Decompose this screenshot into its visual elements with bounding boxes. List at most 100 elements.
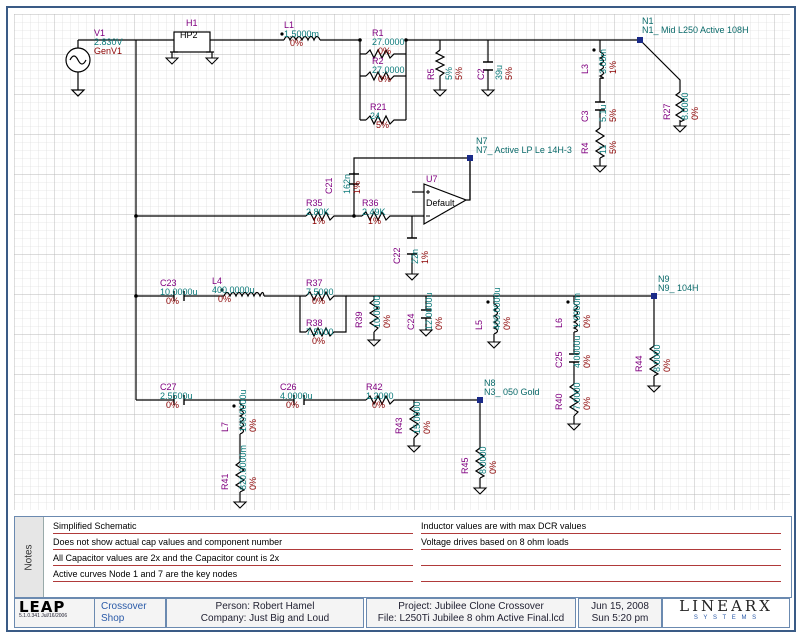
n9-node-name: N9 — [658, 274, 670, 284]
node-marker-n8 — [477, 397, 483, 403]
c21-name-label: C21 — [324, 177, 334, 194]
note-right-4 — [421, 567, 781, 582]
c26-tol-label: 0% — [286, 400, 299, 410]
r44-value-label: 8.0000 — [652, 344, 662, 372]
r42-name-label: R42 — [366, 382, 383, 392]
note-right-1: Inductor values are with max DCR values — [421, 519, 781, 534]
inductor-dots — [220, 32, 596, 408]
c27-name-label: C27 — [160, 382, 177, 392]
r44-tol-label: 0% — [662, 359, 672, 372]
l1-tol-label: 0% — [290, 38, 303, 48]
l3-value-label: 3.05m — [598, 49, 608, 74]
notes-panel: Notes Simplified Schematic Does not show… — [14, 516, 792, 598]
v1-source[interactable] — [65, 40, 91, 97]
c22-name-label: C22 — [392, 247, 402, 264]
r5-value-label: 5% — [444, 67, 454, 80]
title-block: LEAP 5.1.0.341 Jul/16/2006 Crossover Sho… — [14, 598, 790, 628]
h1-body-label: HP2 — [180, 30, 198, 40]
r27-tol-label: 0% — [690, 107, 700, 120]
c3-tol-label: 5% — [608, 109, 618, 122]
c21-tol-label: 1% — [352, 181, 362, 194]
h1-name-label: H1 — [186, 18, 198, 28]
l7-value-label: 100.0000u — [238, 389, 248, 432]
node-marker-n7 — [467, 155, 473, 161]
l4-tol-label: 0% — [218, 294, 231, 304]
note-left-4: Active curves Node 1 and 7 are the key n… — [53, 567, 413, 582]
r41-value-label: 820.0000m — [238, 445, 248, 490]
r21-tol-label: 5% — [376, 120, 389, 130]
c24-tol-label: 0% — [434, 317, 444, 330]
l5-name-label: L5 — [474, 320, 484, 330]
crossover-shop-cell: Crossover Shop — [94, 598, 166, 628]
r36-name-label: R36 — [362, 198, 379, 208]
r42-tol-label: 0% — [372, 400, 385, 410]
project-cell: Project: Jubilee Clone Crossover File: L… — [366, 598, 576, 628]
r1-tol-label: 0% — [378, 46, 391, 56]
r5-name-label: R5 — [426, 68, 436, 80]
person-cell: Person: Robert Hamel Company: Just Big a… — [166, 598, 364, 628]
r40-name-label: R40 — [554, 393, 564, 410]
person-text: Person: Robert Hamel — [215, 601, 315, 612]
h1-block[interactable] — [164, 31, 220, 65]
note-left-1: Simplified Schematic — [53, 519, 413, 534]
l6-name-label: L6 — [554, 318, 564, 328]
l6-value-label: 1.0000m — [572, 293, 582, 328]
r4-name-label: R4 — [580, 142, 590, 154]
r45-value-label: 8.0000 — [478, 446, 488, 474]
r38-value-label: 7.5000 — [306, 327, 334, 337]
horizontal-resistors — [305, 48, 400, 406]
r42-value-label: 1.2000 — [366, 391, 394, 401]
r41-name-label: R41 — [220, 473, 230, 490]
leap-version: 5.1.0.341 Jul/16/2006 — [19, 613, 68, 619]
c22-tol-label: 1% — [420, 251, 430, 264]
l4-name-label: L4 — [212, 276, 222, 286]
c22-value-label: 22n — [410, 249, 420, 264]
c27-tol-label: 0% — [166, 400, 179, 410]
l3-name-label: L3 — [580, 64, 590, 74]
r43-name-label: R43 — [394, 417, 404, 434]
project-text: Project: Jubilee Clone Crossover — [398, 601, 544, 612]
v1-value-label: 2.830V — [94, 37, 123, 47]
notes-tab[interactable]: Notes — [15, 517, 44, 597]
r1-value-label: 27.0000 — [372, 37, 405, 47]
l6-tol-label: 0% — [582, 315, 592, 328]
l1-name-label: L1 — [284, 20, 294, 30]
u7-opamp[interactable] — [423, 183, 468, 226]
c27-value-label: 2.5500u — [160, 391, 193, 401]
linearx-sub: S Y S T E M S — [693, 615, 759, 621]
note-right-3 — [421, 551, 781, 566]
l5-tol-label: 0% — [502, 317, 512, 330]
r45-tol-label: 0% — [488, 461, 498, 474]
u7-body-label: Default — [426, 198, 455, 208]
r2-name-label: R2 — [372, 56, 384, 66]
date-cell: Jun 15, 2008 Sun 5:20 pm — [578, 598, 662, 628]
shop-label: Shop — [101, 613, 125, 624]
company-text: Company: Just Big and Loud — [200, 613, 330, 624]
r4-value-label: 11 — [598, 145, 608, 154]
r44-name-label: R44 — [634, 355, 644, 372]
n7-node-name: N7 — [476, 136, 488, 146]
c25-tol-label: 0% — [582, 355, 592, 368]
c26-value-label: 4.0000u — [280, 391, 313, 401]
linearx-logo: LINEARX — [679, 597, 773, 615]
r36-tol-label: 1% — [368, 216, 381, 226]
date-text: Jun 15, 2008 — [591, 601, 649, 612]
v1-name-label: V1 — [94, 28, 105, 38]
r35-value-label: 2.80K — [306, 207, 330, 217]
c23-name-label: C23 — [160, 278, 177, 288]
r38-tol-label: 0% — [312, 336, 325, 346]
r40-value-label: 7.0000 — [572, 382, 582, 410]
r35-name-label: R35 — [306, 198, 323, 208]
schematic-canvas[interactable]: V12.830VGenV1H1HP2L11.5000m0%R127.00000%… — [14, 14, 790, 510]
capacitors — [173, 61, 605, 405]
r39-tol-label: 0% — [382, 315, 392, 328]
r35-tol-label: 1% — [312, 216, 325, 226]
note-left-3: All Capacitor values are 2x and the Capa… — [53, 551, 413, 566]
c2-name-label: C2 — [476, 68, 486, 80]
vertical-resistors — [234, 49, 686, 493]
r40-tol-label: 0% — [582, 397, 592, 410]
r37-name-label: R37 — [306, 278, 323, 288]
r1-name-label: R1 — [372, 28, 384, 38]
node-marker-n1 — [637, 37, 643, 43]
notes-tab-label: Notes — [23, 543, 35, 571]
